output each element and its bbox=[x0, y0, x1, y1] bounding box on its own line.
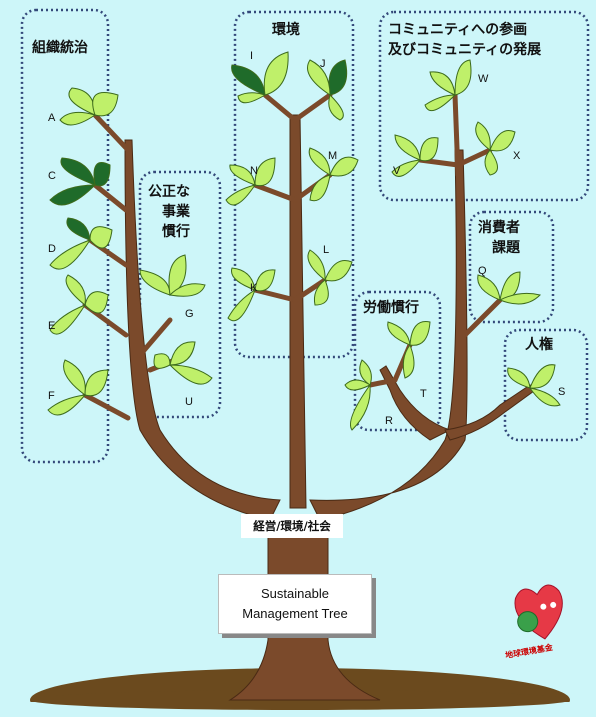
leaf bbox=[402, 343, 415, 379]
community-box bbox=[378, 10, 590, 202]
leaf bbox=[231, 64, 266, 96]
category-fair-practice: 公正な 事業 慣行 bbox=[148, 184, 190, 240]
leaf bbox=[65, 274, 86, 306]
leaf bbox=[484, 149, 498, 176]
leaf bbox=[93, 162, 111, 187]
leaf bbox=[66, 217, 91, 241]
leaf bbox=[227, 288, 256, 322]
leaf-label-q: Q bbox=[478, 265, 487, 277]
category-consumer: 消費者 課題 bbox=[478, 220, 520, 256]
leaf bbox=[328, 94, 344, 121]
heart-logo bbox=[514, 584, 563, 640]
leaf bbox=[314, 279, 329, 306]
leaf-label-c: C bbox=[48, 170, 56, 182]
leaf bbox=[387, 321, 411, 346]
leaf bbox=[498, 292, 541, 305]
leaf bbox=[489, 130, 516, 152]
leaf-label-x: X bbox=[513, 150, 521, 162]
leaf bbox=[153, 353, 171, 369]
leaf bbox=[68, 87, 96, 116]
center-branch bbox=[289, 114, 307, 509]
leaf bbox=[409, 320, 431, 346]
leaf bbox=[168, 364, 213, 385]
leaf bbox=[475, 121, 491, 151]
leaf-label-n: N bbox=[250, 165, 258, 177]
leaf-label-g: G bbox=[185, 308, 194, 320]
leaf bbox=[507, 367, 531, 389]
leaf bbox=[89, 226, 113, 249]
category-human-rights: 人権 bbox=[525, 337, 553, 353]
leaf bbox=[307, 249, 326, 281]
leaf-label-a: A bbox=[48, 112, 56, 124]
leaf bbox=[424, 94, 457, 112]
leaf-label-m: M bbox=[328, 150, 338, 162]
leaf-label-j: J bbox=[320, 58, 326, 70]
right-main-branch bbox=[309, 149, 468, 521]
leaf bbox=[350, 383, 371, 431]
category-environment: 環境 bbox=[272, 22, 300, 38]
leaf bbox=[528, 387, 561, 407]
leaf bbox=[309, 174, 331, 202]
leaf bbox=[237, 92, 267, 104]
leaf bbox=[92, 92, 119, 117]
leaf bbox=[49, 184, 97, 206]
leaf-label-r: R bbox=[385, 415, 393, 427]
leaf bbox=[169, 341, 196, 366]
leaf bbox=[308, 147, 331, 176]
leaf bbox=[49, 239, 92, 270]
leaf-label-t: T bbox=[420, 388, 427, 400]
leaf bbox=[254, 157, 276, 187]
title-line-1: Sustainable bbox=[261, 586, 329, 601]
leaf bbox=[230, 267, 256, 291]
leaf bbox=[84, 291, 109, 314]
leaf-label-d: D bbox=[48, 243, 56, 255]
human-rights-box bbox=[503, 328, 589, 442]
leaf bbox=[394, 134, 421, 161]
leaf bbox=[454, 59, 472, 96]
leaf bbox=[139, 269, 171, 296]
leaf bbox=[47, 394, 87, 416]
title-box: Sustainable Management Tree bbox=[218, 574, 372, 634]
leaf bbox=[344, 379, 371, 391]
category-governance: 組織統治 bbox=[32, 40, 88, 56]
leaf bbox=[168, 283, 206, 297]
leaf bbox=[49, 303, 87, 335]
leaf bbox=[419, 137, 439, 162]
leaf-label-v: V bbox=[393, 165, 401, 177]
leaf bbox=[254, 269, 276, 292]
leaf-label-f: F bbox=[48, 390, 55, 402]
leaf bbox=[307, 59, 331, 96]
leaf-label-s: S bbox=[558, 386, 566, 398]
leaf-label-i: I bbox=[250, 50, 254, 62]
leaf bbox=[84, 369, 109, 397]
leaf bbox=[225, 184, 257, 206]
leaf bbox=[429, 71, 456, 96]
leaf bbox=[59, 111, 97, 126]
left-main-branch bbox=[124, 139, 281, 521]
leaf bbox=[63, 359, 86, 396]
leaf bbox=[477, 274, 501, 301]
right-lower-branch bbox=[379, 365, 452, 441]
leaf-label-k: K bbox=[250, 282, 258, 294]
title-line-2: Management Tree bbox=[242, 606, 348, 621]
leaf bbox=[229, 164, 256, 186]
leaf bbox=[329, 156, 359, 177]
category-labour: 労働慣行 bbox=[363, 300, 419, 316]
leaf bbox=[263, 51, 289, 96]
leaf bbox=[324, 260, 353, 282]
leaf-label-e: E bbox=[48, 320, 56, 332]
leaf bbox=[391, 159, 422, 177]
leaf bbox=[359, 359, 372, 386]
leaf-label-u: U bbox=[185, 396, 193, 408]
category-community: コミュニティへの参画 及びコミュニティの発展 bbox=[388, 22, 542, 58]
leaf bbox=[529, 364, 556, 389]
trunk-label: 経営/環境/社会 bbox=[241, 514, 343, 538]
leaf-label-l: L bbox=[323, 244, 330, 256]
leaf bbox=[328, 59, 348, 96]
leaf bbox=[60, 157, 96, 186]
leaf-label-w: W bbox=[478, 73, 489, 85]
